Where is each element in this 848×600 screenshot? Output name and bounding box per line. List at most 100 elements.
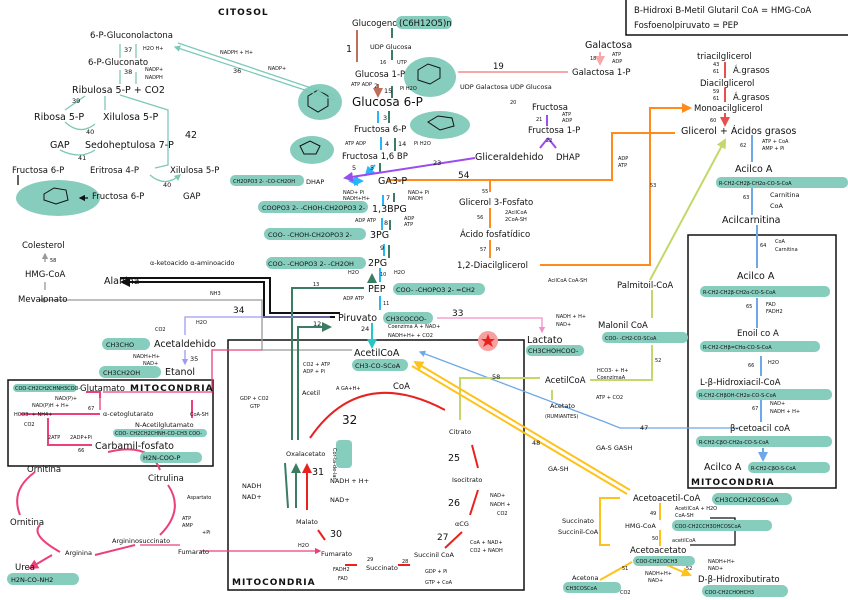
metabolite: Diacilglicerol [700,79,754,89]
krebs-cycle: CO2 + ATP ADP + Pi Acetil GDP + CO2 GTP … [232,362,511,588]
metabolite: Acetoacetato [630,546,686,556]
cofactor: NADPH [145,75,163,81]
glucose-6p-ring-icon [298,84,342,120]
metabolite: Glicerol + Ácidos grasos [681,125,796,137]
cofactor: CoA [775,239,786,245]
metabolite: Colesterol [22,241,65,251]
metabolite: Fructosa 6-P [12,166,64,176]
cofactor: AMP + Pi [762,146,784,152]
metabolite: αCG [455,520,469,528]
cofactor: CO2 + NADH [470,548,503,554]
cofactor: ADP [562,118,572,124]
metabolite: Oxalacetato [286,450,325,458]
cofactor: H2O [768,360,779,366]
metabolite: α-cetoglutarato [103,410,154,418]
annotation: (RUMIANTES) [545,414,578,420]
malonyl-coa-synthesis: Malonil CoA COO- -CH2-CO-SCoA 52 HCO3- +… [492,321,688,473]
formula: COO- -CHOH-CH2OPO3 2- [268,231,353,239]
cofactor: CoA [770,202,784,210]
glucose-1p-ring-icon [404,57,456,97]
metabolite: 6-P-Gluconolactona [90,31,173,41]
metabolite: Alanina [104,276,139,287]
annotation: Cor-ta-de-lar [331,448,337,480]
cofactor: NADH+H+ + CO2 [388,333,433,339]
metabolite: DHAP [306,178,324,186]
metabolite: Fructosa [532,103,568,113]
enzyme-number: 65 [746,304,752,310]
cofactor: AcilCoA CoA-SH [548,278,587,284]
enzyme-number: 24 [361,325,369,333]
metabolite: Malato [296,518,318,526]
enzyme-number: 30 [330,529,342,540]
metabolite: Succinil-CoA [558,528,599,536]
enzyme-number: 58 [50,258,56,264]
galactose-fructose-pathway: Galactosa 18 ATP ADP Galactosa 1-P 19 UD… [433,40,632,167]
enzyme-number: 43 [713,62,719,68]
cofactor: +Pi [202,530,210,536]
enzyme-number: 51 [622,566,628,572]
cofactor: UTP [397,60,407,66]
cofactor: NADH + H+ [556,314,586,320]
metabolite: DHAP [556,153,580,163]
cofactor: ATP [612,52,621,58]
cofactor: NAD+ Pi [408,190,429,196]
metabolite: 1,3BPG [372,204,407,215]
enzyme-number: 61 [713,69,719,75]
lipolysis: triacilglicerol 43 61 Á.grasos Diacilgli… [681,52,848,226]
metabolite: Acetona [572,574,599,582]
glycolysis-pathway: Glucogeno (C6H12O5)n 1 UDP Glucosa 16 UT… [230,16,586,371]
cofactor: NAD+ Pi [343,190,364,196]
formula: R-CH2-CβO-S-CoA [751,466,796,472]
cofactor: Pi H2O [400,86,417,92]
formula: COO- -CHOPO3 2- =CH2 [396,286,475,294]
formula: R-CH2-CH2β-CH2α-CO-S-CoA [703,290,776,296]
metabolite: Xilulosa 5-P [170,166,219,176]
metabolite: Citrulina [148,474,184,484]
cofactor: CO2 [620,590,631,596]
enzyme-number: 11 [383,301,389,307]
cofactor: CoA + NAD+ [470,540,503,546]
cofactor: ADP ATP [343,296,364,302]
cofactor: FADH2 [333,567,350,573]
metabolite: Argininosuccinato [112,537,170,545]
metabolite: Acilco A [704,462,742,473]
metabolite: Á.grasos [733,91,770,103]
cofactor: GDP + Pi [425,569,447,575]
cofactor: NADH [408,196,423,202]
enzyme-number: 5 [352,164,356,172]
metabolite: Urea [15,563,35,573]
metabolite: β-cetoacil coA [730,424,790,434]
cofactor: Coenzima A + NAD+ [388,324,440,330]
metabolite: Ribosa 5-P [34,112,84,123]
enzyme-number: 56 [477,215,483,221]
formula: CH3COCOO- [386,315,427,323]
cofactor: CO2 [24,422,35,428]
metabolite: Gliceraldehido [475,152,544,163]
mitochondria-urea-box [7,379,214,467]
cofactor: NAD+ [242,493,262,501]
cofactor: ADP [612,59,622,65]
metabolite: Isocitrato [452,476,482,484]
metabolite: Etanol [165,367,195,378]
enzyme-number: 23 [433,159,441,167]
enzyme-number: 21 [536,117,542,123]
metabolite: Palmitoil-CoA [617,281,673,291]
formula: COO-CH2COCH3 [636,559,678,565]
enzyme-number: 3 [383,114,387,122]
metabolite: Fumarato [178,548,209,556]
metabolite: L-β-Hidroxiacil-CoA [700,378,781,388]
enzyme-number: 57 [480,247,486,253]
metabolite: Ácido fosfatídico [460,228,530,240]
cofactor: NAD+ [770,401,785,407]
enzyme-number: 37 [124,46,132,54]
metabolite: Ribulosa 5-P + CO2 [72,85,165,96]
metabolite: Acilco A [737,271,775,282]
enzyme-number: 52 [686,566,692,572]
formula: R-CH2-CβO-CH2α-CO-S-CoA [699,440,769,446]
metabolite: Mevalonato [18,295,68,305]
cofactor: AcetilCoA + H2O [675,506,717,512]
enzyme-number: 16 [380,60,386,66]
formula: R-CH2-CH2β-CH2α-CO-S-CoA [719,181,792,187]
cofactor: GA-S GASH [596,444,632,452]
cofactor: NADH+H+ [343,196,370,202]
